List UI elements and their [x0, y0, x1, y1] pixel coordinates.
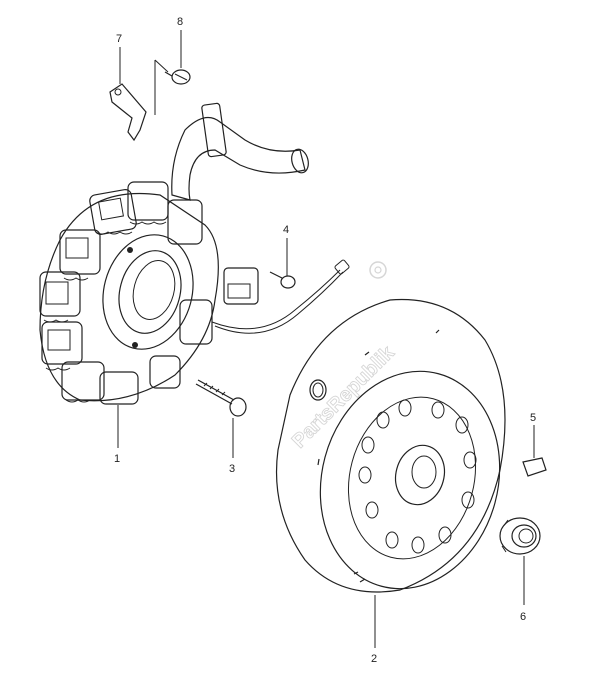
callout-2: 2 [371, 653, 377, 665]
wire-clamp [109, 83, 147, 142]
leader-lines [117, 30, 535, 648]
wire-clamp-screw [269, 271, 296, 289]
callout-4: 4 [283, 224, 289, 236]
clamp-screw [164, 69, 191, 85]
watermark: PartsRepublik [288, 341, 399, 452]
stator-coil [39, 102, 350, 405]
callout-6: 6 [520, 611, 526, 623]
callout-7: 7 [116, 33, 122, 45]
callout-8: 8 [177, 16, 183, 28]
flywheel-rotor [275, 298, 506, 593]
callout-5: 5 [530, 412, 536, 424]
stator-screw [195, 379, 247, 417]
rotor-nut [499, 517, 541, 555]
callout-1: 1 [114, 453, 120, 465]
watermark-gear-icon [369, 261, 387, 279]
callout-3: 3 [229, 463, 235, 475]
woodruff-key [522, 457, 547, 477]
